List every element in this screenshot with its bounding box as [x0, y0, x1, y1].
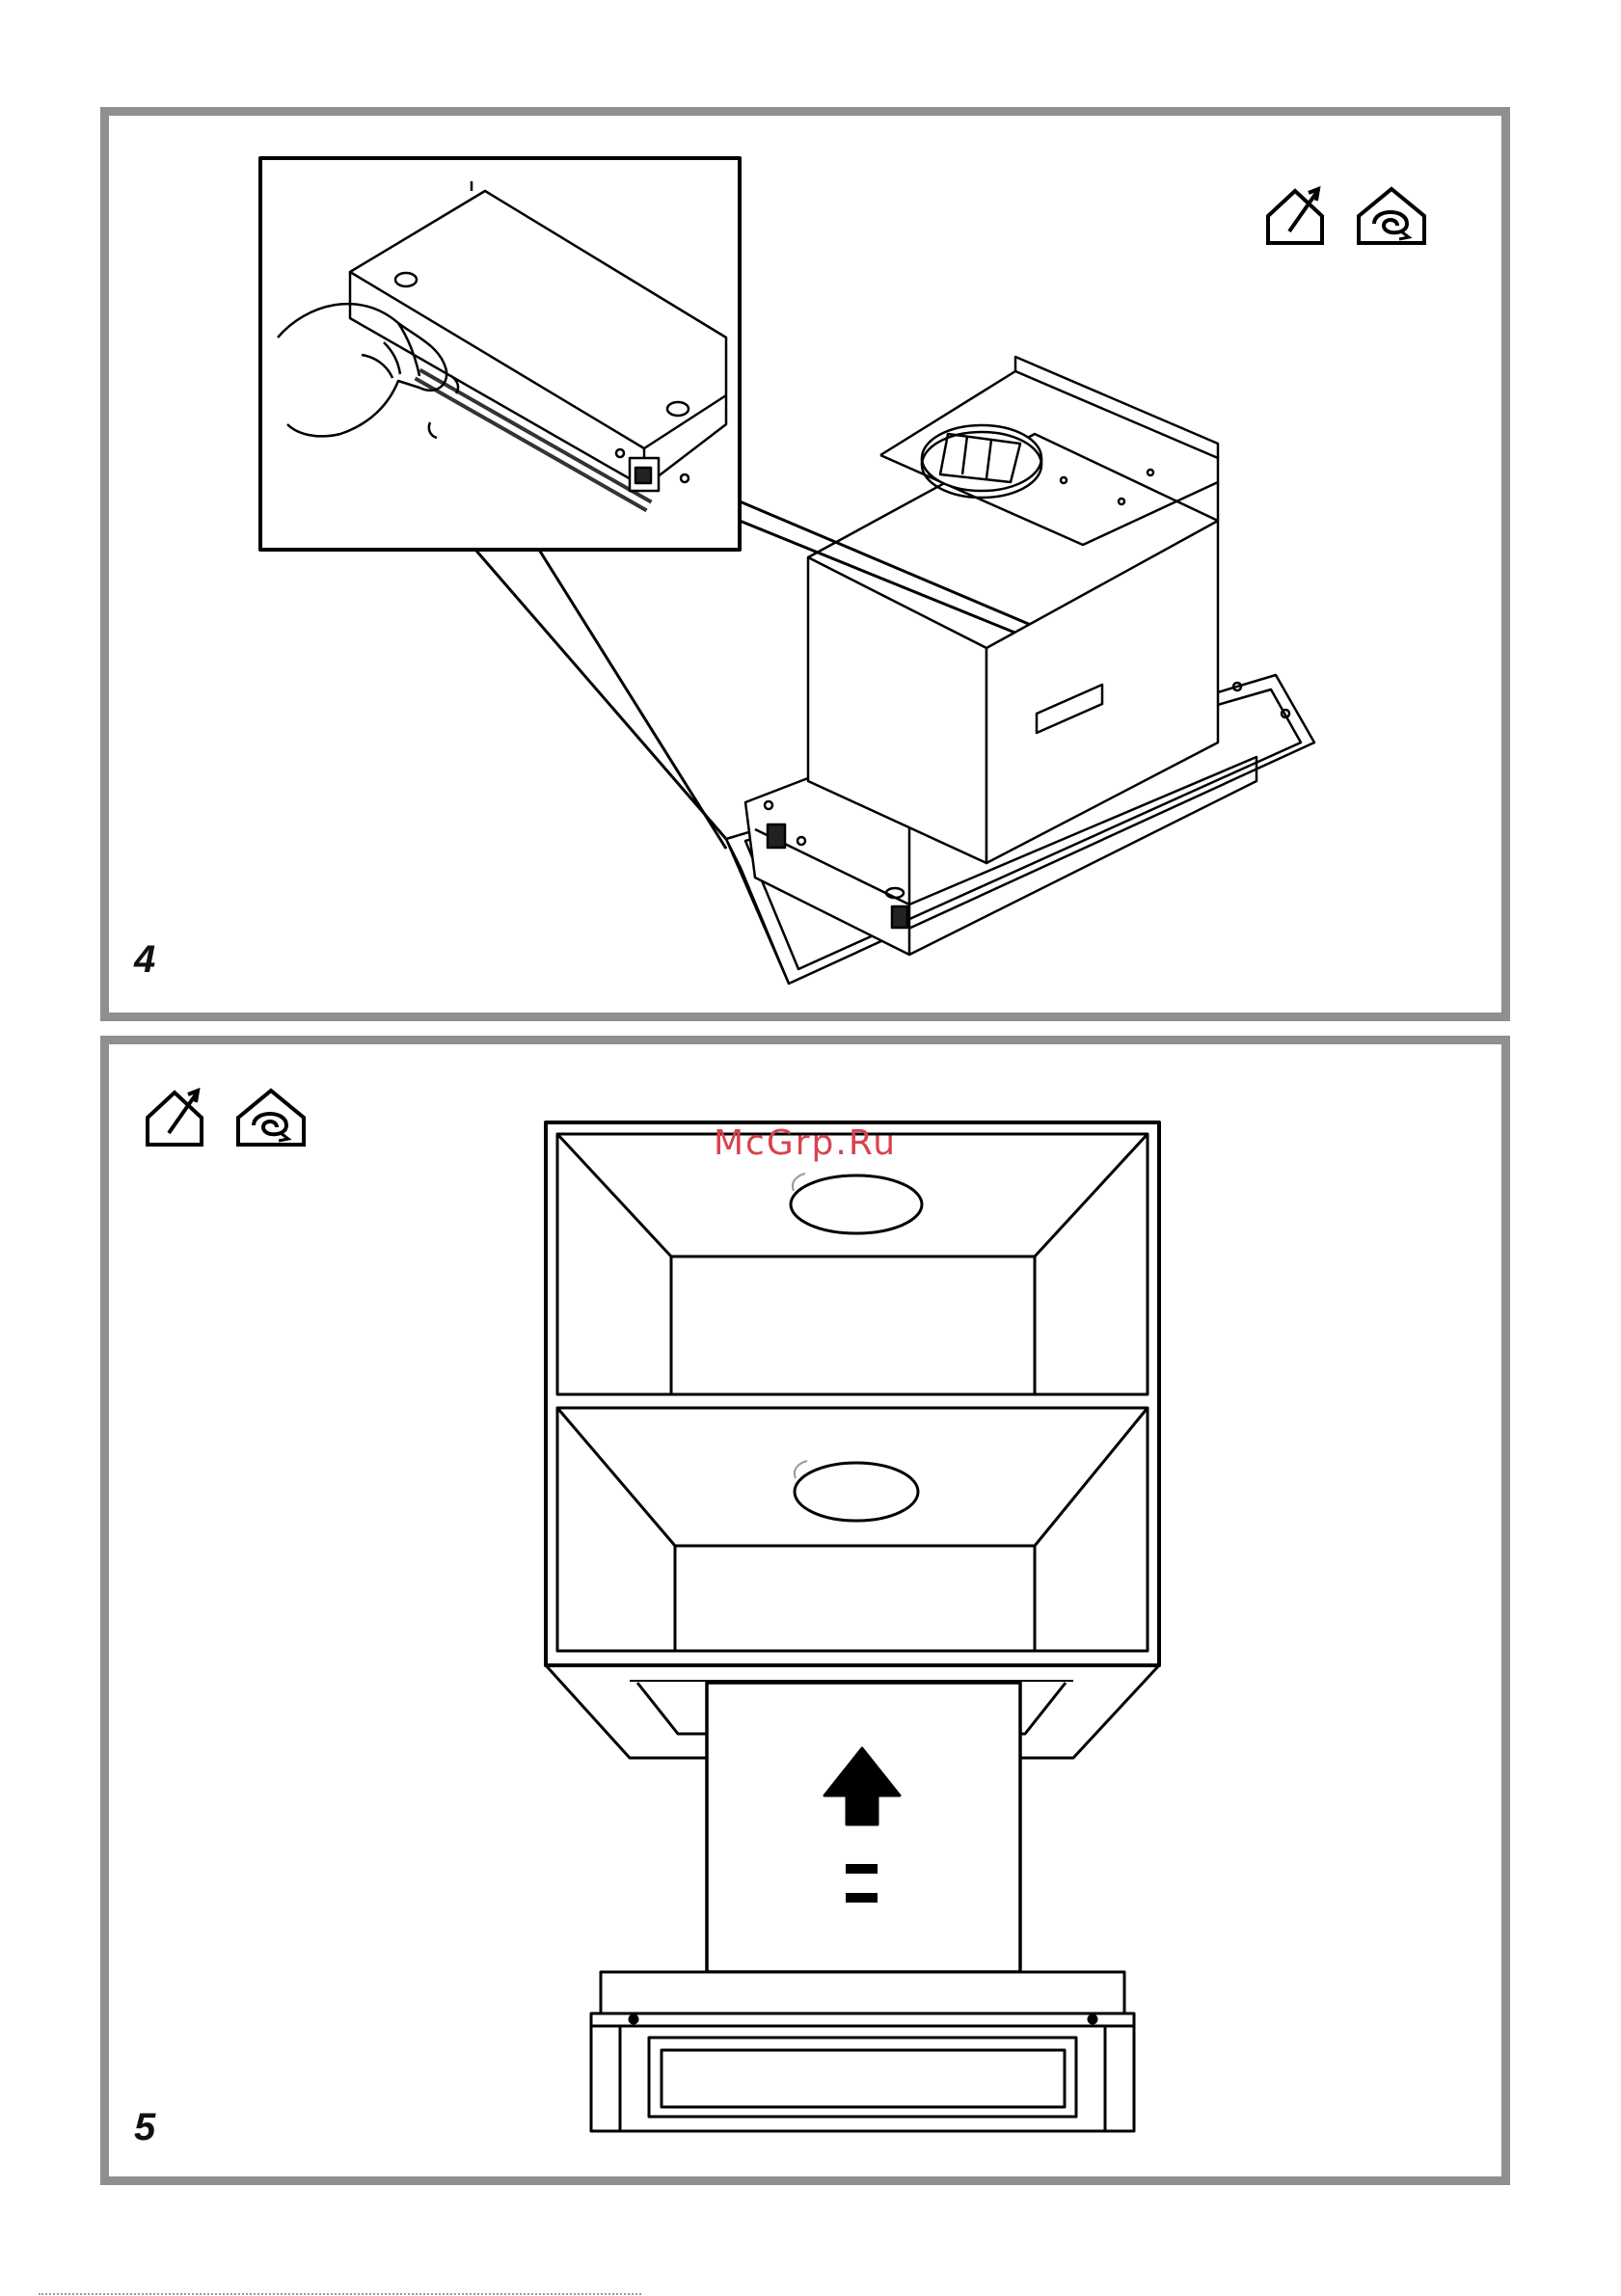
detail-inset-box: [260, 158, 740, 550]
figure-5-illustration: [109, 1044, 1501, 2176]
duct-out-icon: [142, 1085, 219, 1148]
footer-rule: [39, 2293, 641, 2295]
recirculation-icon: [232, 1085, 310, 1148]
filter-panel: [707, 1683, 1020, 1972]
figure-4-panel: 4: [100, 107, 1510, 1021]
watermark-text: McGrp.Ru: [714, 1123, 897, 1163]
recirculation-icon: [1353, 183, 1430, 247]
installation-mode-icons: [142, 1085, 310, 1148]
duct-out-icon: [1262, 183, 1339, 247]
figure-number: 4: [134, 938, 155, 982]
figure-4-illustration: [109, 116, 1501, 1013]
figure-number: 5: [134, 2106, 155, 2149]
figure-5-panel: 5: [100, 1036, 1510, 2185]
installation-mode-icons: [1262, 183, 1430, 247]
